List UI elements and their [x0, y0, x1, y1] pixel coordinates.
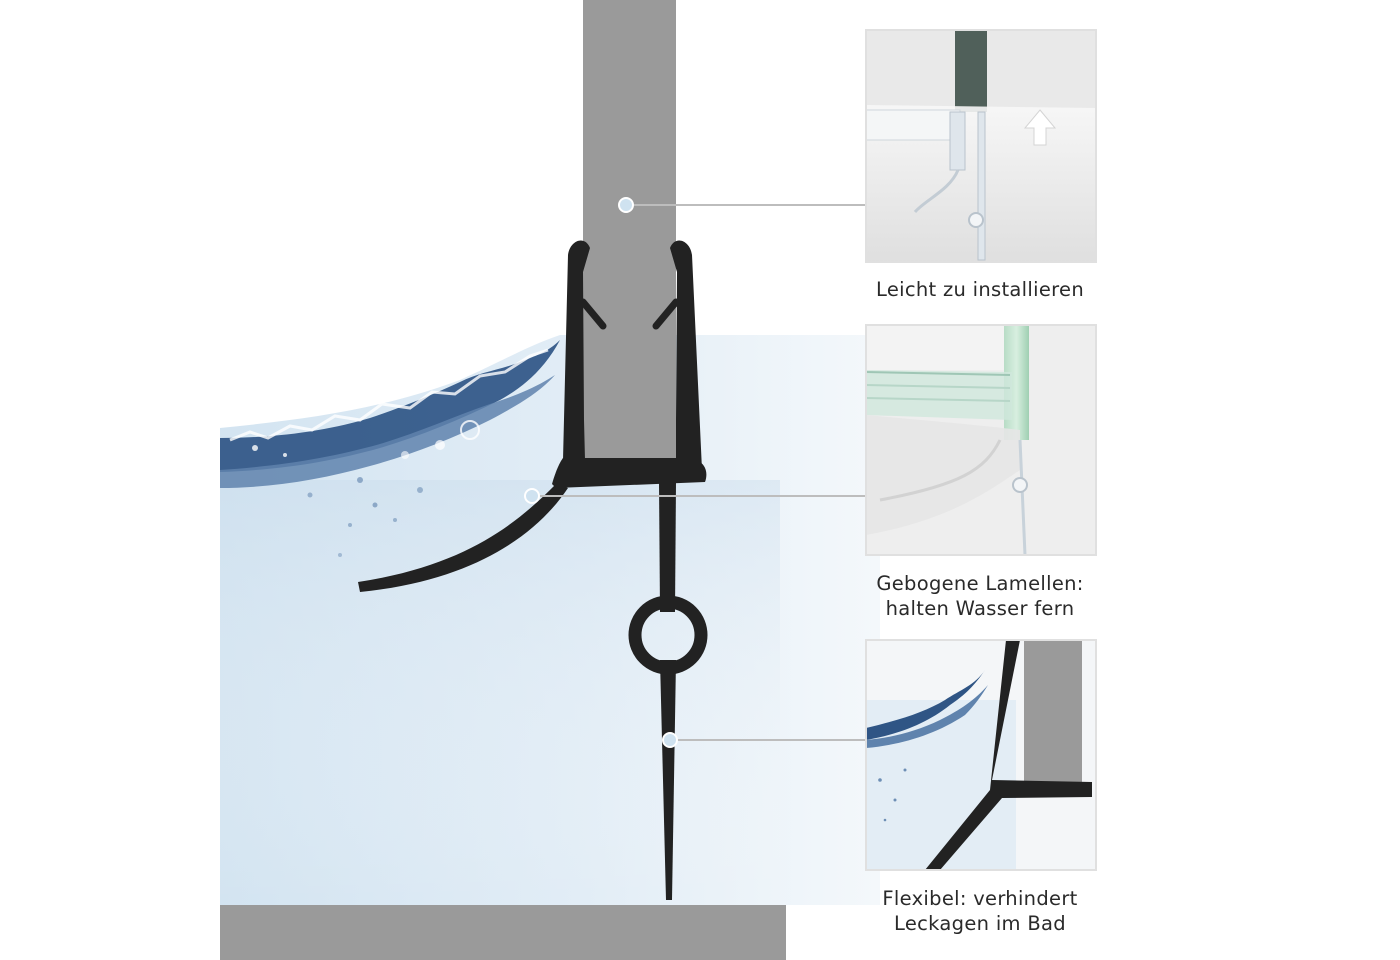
callout-leader-lamellae [524, 488, 866, 504]
water-splash [220, 340, 560, 557]
caption-lamellae-line-1: Gebogene Lamellen: [876, 572, 1084, 595]
caption-install: Leicht zu installieren [830, 277, 1130, 302]
caption-flexible: Flexibel: verhindert Leckagen im Bad [830, 886, 1130, 936]
panel-flexible-photo [866, 640, 1096, 870]
glass-panel [583, 0, 676, 460]
caption-flexible-line-1: Flexibel: verhindert [882, 887, 1078, 910]
callout-leader-flexible [662, 732, 866, 748]
caption-lamellae: Gebogene Lamellen: halten Wasser fern [830, 571, 1130, 621]
caption-install-line-1: Leicht zu installieren [876, 278, 1084, 301]
panel-install-photo [866, 30, 1096, 262]
callout-leader-install [618, 197, 866, 213]
caption-lamellae-line-2: halten Wasser fern [885, 597, 1075, 620]
panel-lamellae-photo [866, 325, 1096, 555]
seal-profile [358, 240, 708, 900]
water-background [220, 335, 880, 905]
shower-tray-floor [220, 905, 786, 960]
up-arrow-icon [1023, 109, 1057, 146]
caption-flexible-line-2: Leckagen im Bad [894, 912, 1066, 935]
